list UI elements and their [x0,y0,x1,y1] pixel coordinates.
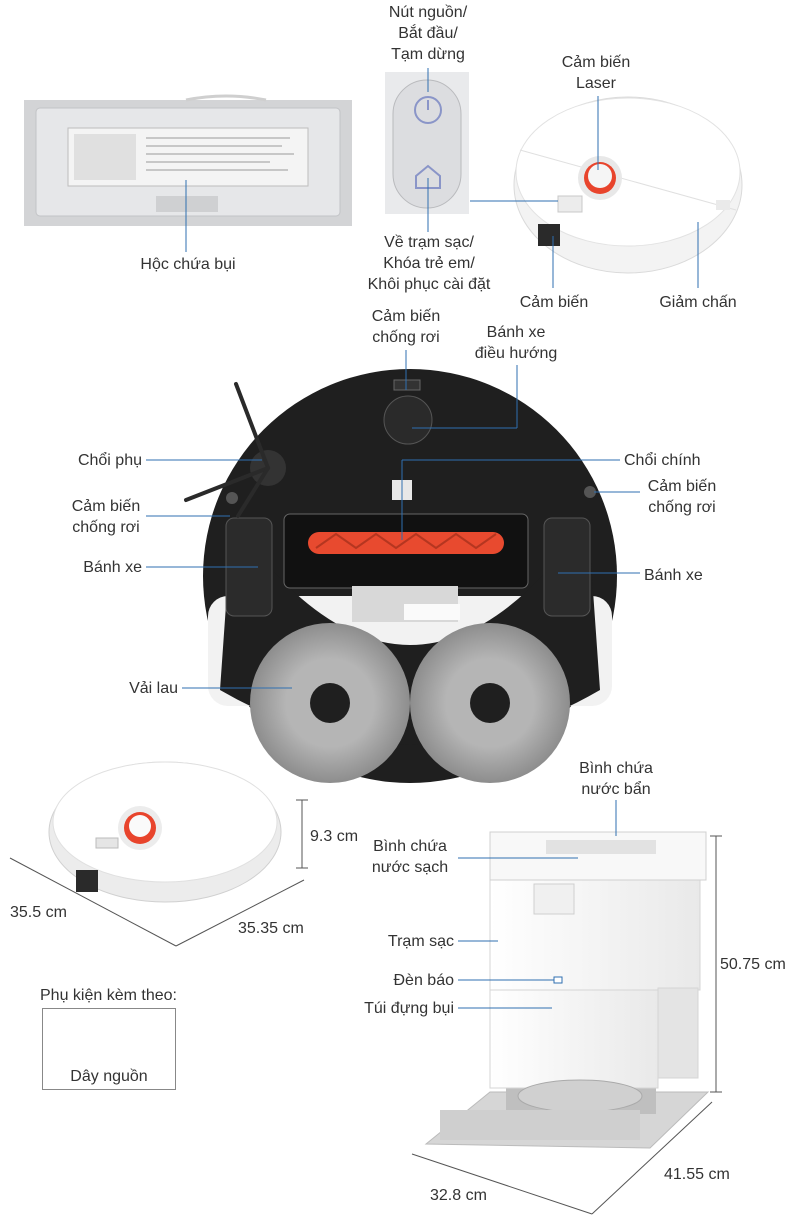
robot-length-label: 35.5 cm [10,904,67,921]
home-button-label-line2: Khóa trẻ em/ [383,255,475,272]
cliff-sensor-left-label: Cảm biến chống rơi [56,496,156,538]
bumper-label: Giảm chấn [659,294,737,311]
dirty-tank-label-line2: nước bẩn [581,781,651,798]
cliff-sensor-left-label-line1: Cảm biến [71,498,141,515]
power-button-label-line3: Tạm dừng [391,46,465,63]
cliff-sensor-left-label-line2: chống rơi [72,519,140,536]
cliff-sensor-top-label-line2: chống rơi [372,329,440,346]
wheel-left-label: Bánh xe [83,559,142,576]
sensor-label: Cảm biến [519,294,589,311]
clean-tank-label-line2: nước sạch [371,859,449,876]
indicator-label: Đèn báo [393,972,455,989]
steering-wheel-label-line2: điều hướng [474,345,558,362]
power-button-label-line1: Nút nguồn/ [388,4,468,21]
power-button-label: Nút nguồn/ Bắt đầu/ Tạm dừng [368,2,488,65]
cliff-sensor-right-label-line2: chống rơi [648,499,716,516]
robot-dimension-image [48,761,282,903]
laser-sensor-label-line1: Cảm biến [561,54,631,71]
button-panel-image [385,72,469,214]
mop-label: Vải lau [129,680,178,697]
side-brush-label: Chổi phụ [77,452,142,469]
station-height-label: 50.75 cm [720,956,786,973]
dust-bin-label: Hộc chứa bụi [140,256,236,273]
cliff-sensor-top-label-line1: Cảm biến [371,308,441,325]
dimension-lines [9,799,722,1215]
charging-dock-label: Trạm sạc [387,933,454,950]
wheel-right-label: Bánh xe [644,567,703,584]
cliff-sensor-right-label: Cảm biến chống rơi [632,476,732,518]
accessories-title: Phụ kiện kèm theo: [40,987,177,1004]
dust-bag-label: Túi đựng bụi [364,1000,454,1017]
home-button-label: Về trạm sạc/ Khóa trẻ em/ Khôi phục cài … [348,232,510,295]
laser-sensor-label: Cảm biến Laser [546,52,646,94]
home-button-label-line1: Về trạm sạc/ [384,234,474,251]
home-button-label-line3: Khôi phục cài đặt [367,276,491,293]
cliff-sensor-top-label: Cảm biến chống rơi [356,306,456,348]
station-width-label: 32.8 cm [430,1187,487,1204]
mop-pads-image [250,623,570,783]
robot-height-label: 9.3 cm [310,828,359,845]
robot-top-image [513,96,743,274]
power-cord-label: Dây nguồn [70,1068,148,1085]
clean-tank-label: Bình chứa nước sạch [360,836,460,878]
steering-wheel-label: Bánh xe điều hướng [466,322,566,364]
main-brush-label: Chổi chính [624,452,701,469]
dust-bin-image [24,94,352,226]
dirty-tank-label-line1: Bình chứa [579,760,653,777]
clean-tank-label-line1: Bình chứa [373,838,447,855]
power-button-label-line2: Bắt đầu/ [398,25,458,42]
accessory-box [42,1008,176,1090]
dirty-tank-label: Bình chứa nước bẩn [566,758,666,800]
station-depth-label: 41.55 cm [664,1166,730,1183]
steering-wheel-label-line1: Bánh xe [486,324,546,341]
laser-sensor-label-line2: Laser [575,75,617,92]
callout-lines [146,68,699,1009]
station-image [424,831,710,1149]
cliff-sensor-right-label-line1: Cảm biến [647,478,717,495]
robot-width-label: 35.35 cm [238,920,304,937]
